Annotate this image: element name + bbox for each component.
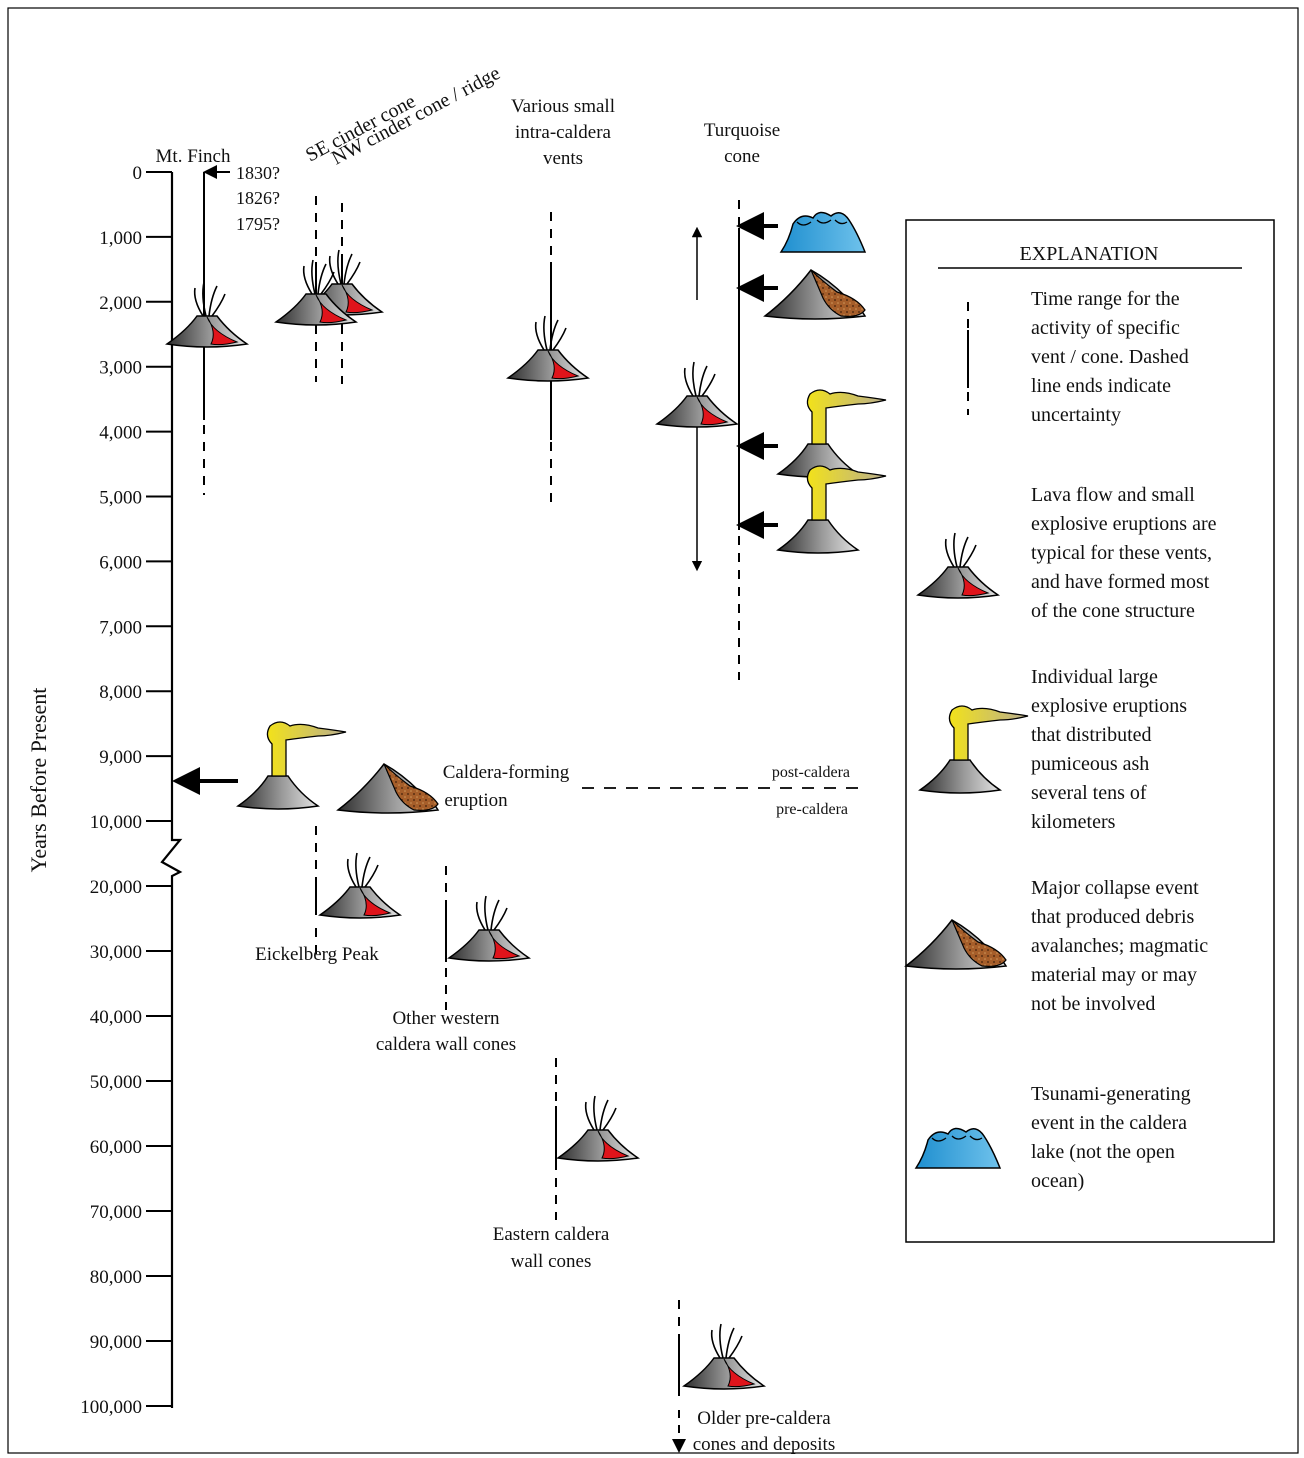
turquoise-label-2: cone xyxy=(724,146,760,167)
legend-text-line: and have formed most xyxy=(1031,571,1210,593)
axis-tick-label: 90,000 xyxy=(90,1332,142,1353)
caldera-debris-icon xyxy=(337,763,439,814)
legend-text-line: not be involved xyxy=(1031,993,1155,1015)
caldera-label-1: Caldera-forming xyxy=(443,762,570,783)
legend-text-line: avalanches; magmatic xyxy=(1031,935,1208,957)
axis-tick-label: 6,000 xyxy=(99,552,142,573)
mt-finch-label: Mt. Finch xyxy=(156,146,231,167)
axis-tick-label: 4,000 xyxy=(99,423,142,444)
legend-text-line: that distributed xyxy=(1031,724,1152,746)
tsunami-wave-icon xyxy=(780,211,866,253)
legend-text-line: uncertainty xyxy=(1031,404,1121,426)
eastern-lava-icon xyxy=(557,1095,639,1162)
legend-range-text: Time range for the activity of specific ve… xyxy=(1031,288,1189,426)
figure-border xyxy=(7,7,1299,1454)
legend-text-line: Lava flow and small xyxy=(1031,484,1195,506)
legend-text-line: Major collapse event xyxy=(1031,877,1199,899)
eickelberg-label: Eickelberg Peak xyxy=(255,944,379,965)
western-label-1: Other western xyxy=(392,1008,500,1029)
axis-tick-label: 5,000 xyxy=(99,488,142,509)
axis-tick-label: 20,000 xyxy=(90,877,142,898)
various-vents-label-2: intra-caldera xyxy=(515,122,612,143)
axis-break xyxy=(160,822,183,888)
legend-text-line: Tsunami-generating xyxy=(1031,1083,1191,1105)
western-lava-icon xyxy=(448,895,530,962)
legend-text-line: several tens of xyxy=(1031,782,1147,804)
western-label-2: caldera wall cones xyxy=(376,1034,516,1055)
y-axis-title: Years Before Present xyxy=(26,688,51,873)
legend-tsunami-text: Tsunami-generating event in the caldera la… xyxy=(1031,1083,1191,1192)
older-label-1: Older pre-caldera xyxy=(697,1408,831,1429)
legend-text-line: ocean) xyxy=(1031,1170,1084,1192)
legend-text-line: typical for these vents, xyxy=(1031,542,1212,564)
turquoise-debris-icon xyxy=(764,269,866,320)
axis-tick-label: 100,000 xyxy=(80,1397,142,1418)
turquoise-lava-icon xyxy=(656,361,738,428)
legend-text-line: Individual large xyxy=(1031,666,1158,688)
axis-tick-label: 1,000 xyxy=(99,228,142,249)
legend-text-line: of the cone structure xyxy=(1031,600,1195,622)
date-1826: 1826? xyxy=(236,188,280,208)
axis-tick-label: 3,000 xyxy=(99,358,142,379)
mt-finch-lava-cone-icon xyxy=(166,281,248,348)
legend-text-line: line ends indicate xyxy=(1031,375,1171,397)
legend-collapse-text: Major collapse event that produced debris… xyxy=(1031,877,1208,1015)
legend-text-line: material may or may xyxy=(1031,964,1197,986)
legend-title: EXPLANATION xyxy=(1020,243,1159,265)
turquoise-ash-icon-1 xyxy=(777,389,887,478)
axis-tick-label: 70,000 xyxy=(90,1202,142,1223)
legend-text-line: event in the caldera xyxy=(1031,1112,1187,1134)
caldera-label-2: eruption xyxy=(444,790,508,811)
axis-ticks: 0 1,000 2,000 3,000 4,000 5,000 6,000 7,000 8,00… xyxy=(80,163,172,1418)
legend-text-line: that produced debris xyxy=(1031,906,1194,928)
eickelberg-lava-icon xyxy=(319,852,401,919)
legend-text-line: activity of specific xyxy=(1031,317,1180,339)
caldera-ash-icon xyxy=(237,721,347,810)
axis-tick-label: 40,000 xyxy=(90,1007,142,1028)
explanation-legend: EXPLANATION Time range for the activity o… xyxy=(905,219,1275,1243)
turquoise-label-1: Turquoise xyxy=(704,120,780,141)
legend-text-line: pumiceous ash xyxy=(1031,753,1149,775)
various-vents-label-3: vents xyxy=(543,148,583,169)
legend-text-line: explosive eruptions are xyxy=(1031,513,1217,535)
axis-tick-label: 60,000 xyxy=(90,1137,142,1158)
axis-tick-label: 7,000 xyxy=(99,617,142,638)
nw-cinder-cone-label: NW cinder cone / ridge xyxy=(328,62,504,169)
axis-tick-label: 2,000 xyxy=(99,293,142,314)
date-1795: 1795? xyxy=(236,214,280,234)
various-vents-lava-icon xyxy=(507,315,589,382)
legend-text-line: Time range for the xyxy=(1031,288,1180,310)
legend-explosive-text: Individual large explosive eruptions that … xyxy=(1031,666,1187,833)
older-label-2: cones and deposits xyxy=(693,1434,835,1455)
axis-tick-label: 50,000 xyxy=(90,1072,142,1093)
axis-tick-label: 10,000 xyxy=(90,812,142,833)
eastern-label-2: wall cones xyxy=(511,1251,592,1272)
legend-text-line: vent / cone. Dashed xyxy=(1031,346,1189,368)
axis-tick-label: 30,000 xyxy=(90,942,142,963)
axis-tick-label: 8,000 xyxy=(99,682,142,703)
legend-text-line: explosive eruptions xyxy=(1031,695,1187,717)
axis-tick-label: 80,000 xyxy=(90,1267,142,1288)
pre-caldera-label: pre-caldera xyxy=(776,801,848,818)
post-caldera-label: post-caldera xyxy=(772,764,850,781)
date-1830: 1830? xyxy=(236,163,280,183)
legend-text-line: lake (not the open xyxy=(1031,1141,1175,1163)
axis-tick-label: 0 xyxy=(133,163,143,184)
eastern-label-1: Eastern caldera xyxy=(493,1224,610,1245)
legend-text-line: kilometers xyxy=(1031,811,1116,833)
axis-tick-label: 9,000 xyxy=(99,747,142,768)
turquoise-ash-icon-2 xyxy=(777,465,887,554)
various-vents-label-1: Various small xyxy=(511,96,615,117)
older-lava-icon xyxy=(683,1323,765,1390)
legend-lava-text: Lava flow and small explosive eruptions a… xyxy=(1031,484,1217,622)
